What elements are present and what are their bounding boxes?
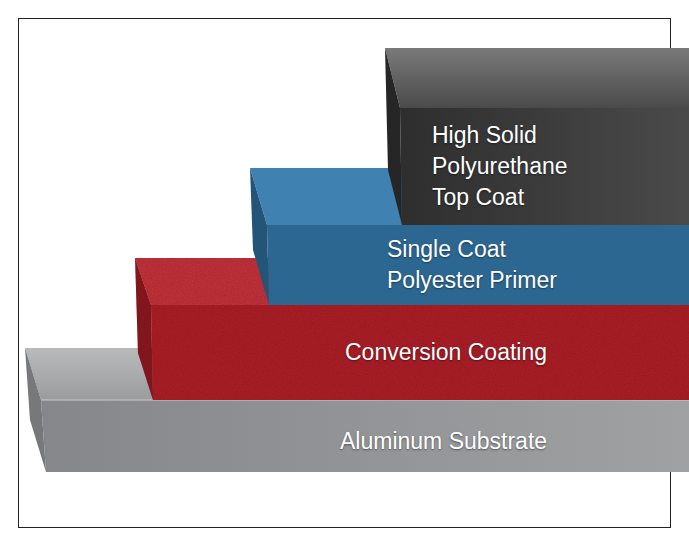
conversion-front-face [151, 305, 689, 400]
conversion-side-face [135, 258, 153, 400]
layer-label: Single Coat Polyester Primer [387, 234, 587, 296]
primer-front-face [267, 225, 689, 305]
primer-side-face [250, 168, 269, 305]
primer-layer: Single Coat Polyester Primer [268, 225, 689, 305]
substrate-front-face [41, 400, 689, 472]
layer-label: Conversion Coating [345, 337, 547, 368]
substrate-layer: Aluminum Substrate [42, 400, 689, 472]
topcoat-side-face [385, 48, 402, 225]
conversion-layer: Conversion Coating [152, 305, 689, 400]
layer-label: High Solid Polyurethane Top Coat [432, 120, 582, 213]
topcoat-front-face [400, 108, 689, 225]
layer-label: Aluminum Substrate [340, 426, 547, 457]
substrate-side-face [25, 348, 46, 472]
topcoat-layer: High Solid Polyurethane Top Coat [400, 108, 689, 225]
topcoat-top-face [385, 48, 689, 108]
